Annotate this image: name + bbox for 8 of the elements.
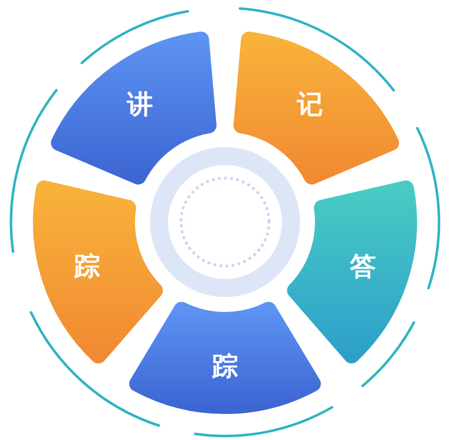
ring-segment xyxy=(48,30,218,187)
ring-segment xyxy=(232,30,402,187)
ring-segment xyxy=(126,299,324,414)
segment-label: 答 xyxy=(350,252,376,282)
segment-label: 踪 xyxy=(74,252,100,282)
segment-label: 踪 xyxy=(212,352,238,382)
segment-label: 讲 xyxy=(126,90,153,120)
segment-label: 记 xyxy=(297,90,324,120)
